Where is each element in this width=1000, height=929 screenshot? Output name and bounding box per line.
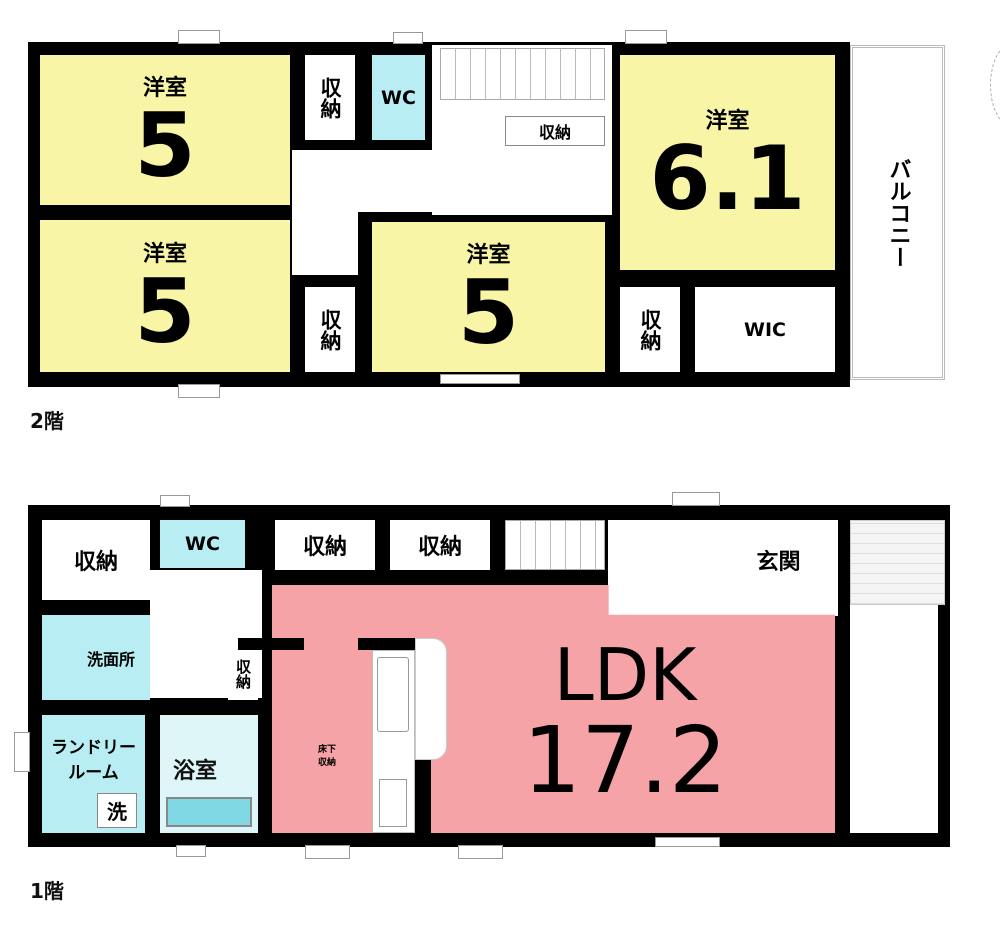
window — [176, 845, 206, 857]
kitchen-island — [415, 638, 447, 760]
entrance-porch — [850, 520, 945, 605]
bathtub — [166, 797, 252, 827]
window — [625, 30, 667, 44]
stairs — [505, 520, 605, 570]
window — [14, 732, 30, 772]
toilet-wc: WC — [160, 520, 245, 568]
window — [160, 495, 190, 507]
ldk-label: LDK 17.2 — [522, 633, 728, 814]
room-ldk — [272, 585, 835, 833]
storage: 収納 — [42, 520, 150, 600]
entrance-genkan: 玄関 — [722, 520, 835, 600]
window — [672, 492, 720, 506]
compass-outline — [990, 45, 1000, 125]
storage: 収納 — [390, 520, 490, 570]
room-western-right: 洋室 6.1 — [620, 55, 835, 270]
room-western-bottom-left: 洋室 5 — [40, 220, 290, 372]
storage: 収納 — [228, 647, 258, 700]
floor-2-label: 2階 — [30, 409, 64, 433]
wall — [238, 638, 304, 650]
kitchen-counter — [372, 650, 415, 833]
room-western-top-left: 洋室 5 — [40, 55, 290, 205]
stove — [379, 779, 407, 827]
bathroom: 浴室 — [160, 715, 258, 833]
floor-1-plan: 収納 WC 収納 収納 玄関 洗面所 収納 ランドリー ルーム 洗 浴室 — [0, 480, 1000, 929]
washroom: 洗面所 — [42, 615, 150, 700]
laundry-room: ランドリー ルーム 洗 — [42, 715, 145, 833]
hallway — [292, 150, 358, 275]
laundry-label: ランドリー ルーム — [51, 738, 136, 783]
walk-in-closet: WIC — [695, 287, 835, 372]
storage: 収納 — [505, 116, 605, 146]
toilet-wc: WC — [372, 55, 425, 140]
storage: 収納 — [620, 287, 680, 372]
storage: 収納 — [275, 520, 375, 570]
balcony: バルコニー — [850, 45, 945, 380]
underfloor-storage-label: 床下 収納 — [317, 745, 336, 768]
floor-1-label: 1階 — [30, 879, 64, 903]
wall — [415, 760, 431, 833]
window — [178, 30, 220, 44]
window — [305, 845, 350, 859]
sink — [377, 657, 409, 732]
window — [178, 384, 220, 398]
window — [458, 845, 503, 859]
window — [655, 837, 720, 847]
room-size: 5 — [134, 94, 196, 197]
washing-machine: 洗 — [97, 793, 137, 828]
window — [440, 374, 520, 384]
room-name: 洋室 — [142, 76, 187, 101]
storage: 収納 — [305, 55, 355, 140]
exterior-area — [850, 605, 938, 833]
window — [393, 32, 423, 44]
storage: 収納 — [305, 287, 355, 372]
wall — [358, 638, 418, 650]
stairs — [440, 48, 605, 100]
room-western-center: 洋室 5 — [372, 222, 605, 372]
floor-2-plan: 洋室 5 収納 WC 収納 洋室 6.1 洋室 5 収納 洋室 5 収納 WIC… — [0, 0, 1000, 433]
